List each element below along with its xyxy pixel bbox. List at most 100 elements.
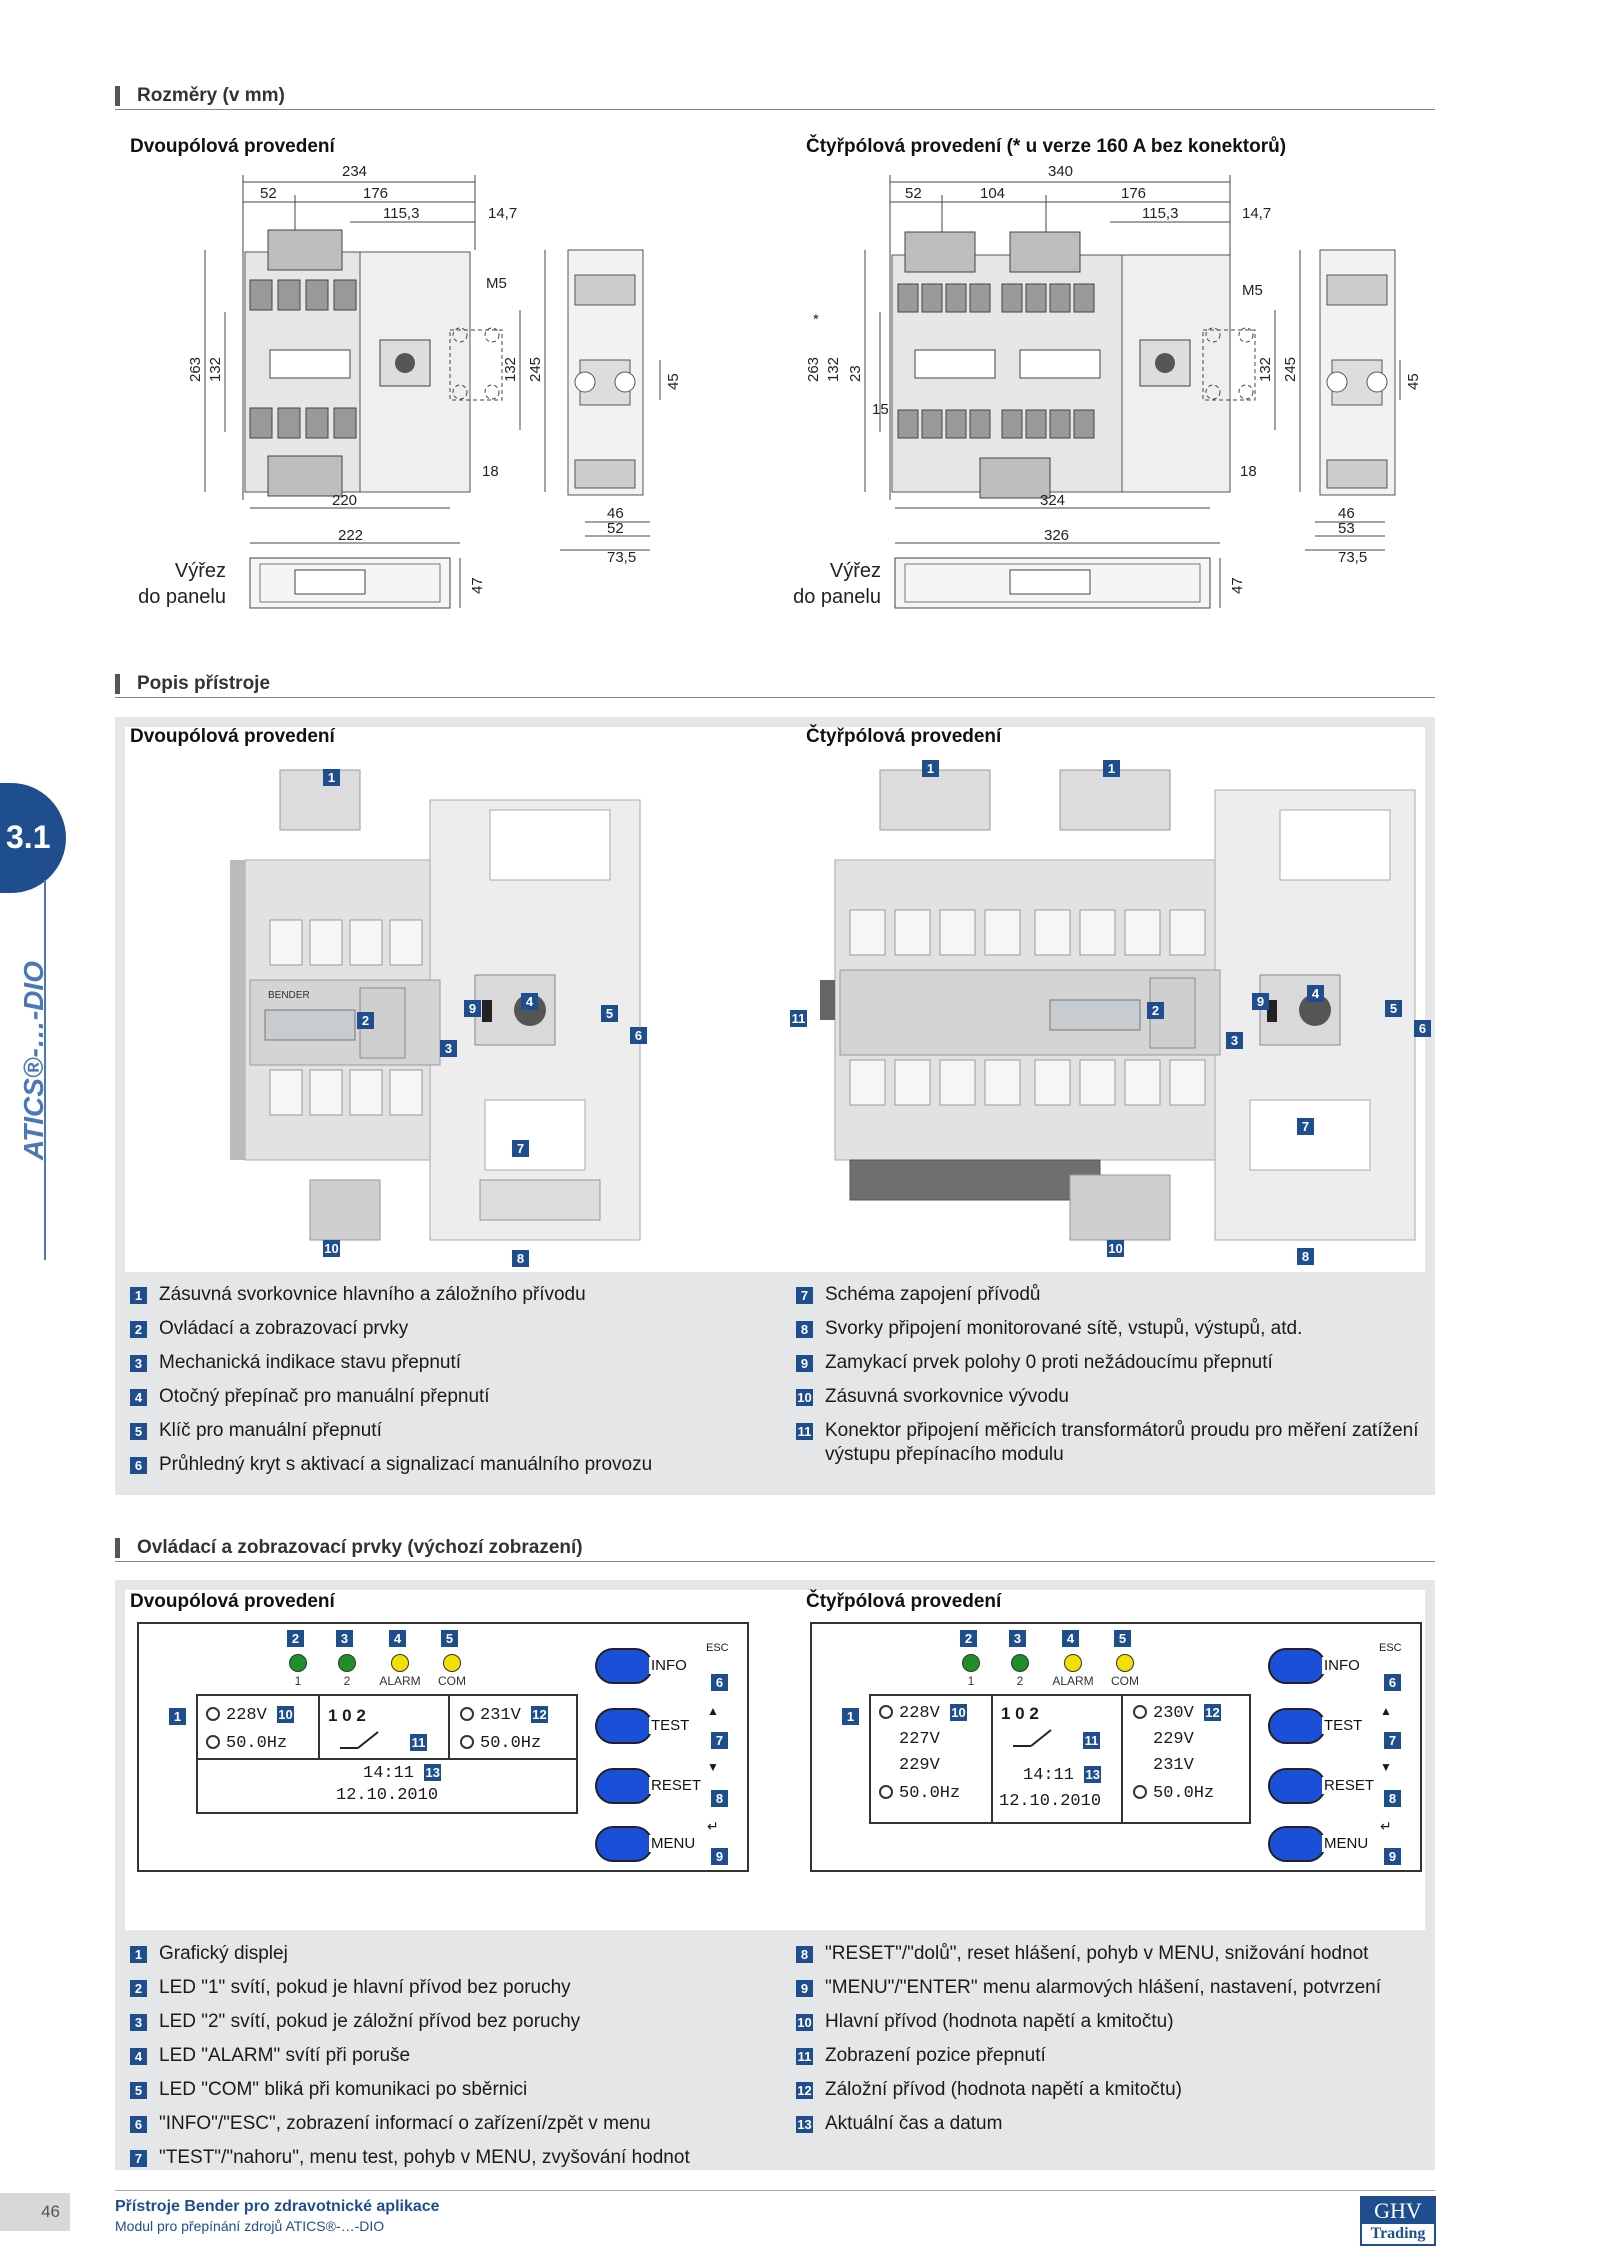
dim-73-5: 73,5 bbox=[1338, 549, 1367, 566]
dim-132-b: 132 bbox=[1257, 357, 1274, 382]
dim-18: 18 bbox=[482, 463, 499, 480]
page-number: 46 bbox=[0, 2193, 70, 2231]
legend-item: 8"RESET"/"dolů", reset hlášení, pohyb v … bbox=[781, 1942, 1431, 1966]
dim-52-side: 52 bbox=[607, 520, 624, 537]
led-com bbox=[443, 1654, 461, 1672]
enter-icon: ↵ bbox=[707, 1818, 719, 1834]
dim-245: 245 bbox=[1282, 357, 1299, 382]
esc-label: ESC bbox=[1379, 1642, 1402, 1654]
reset-button[interactable]: RESET bbox=[595, 1768, 704, 1806]
led-1 bbox=[289, 1654, 307, 1672]
dim-324: 324 bbox=[1040, 492, 1065, 509]
dim-340: 340 bbox=[1048, 163, 1073, 180]
photo-marker-4: 4 bbox=[1307, 985, 1324, 1002]
photo-marker-4: 4 bbox=[521, 993, 538, 1010]
footer-title: Přístroje Bender pro zdravotnické aplika… bbox=[115, 2198, 440, 2215]
dim-73-5: 73,5 bbox=[607, 549, 636, 566]
dims-subtitle-2pole: Dvoupólová provedení bbox=[130, 136, 335, 157]
dim-222: 222 bbox=[338, 527, 363, 544]
photo-marker-10: 10 bbox=[323, 1240, 340, 1257]
section-header-description: Popis přístroje bbox=[115, 672, 1435, 698]
photo-marker-11: 11 bbox=[790, 1010, 807, 1027]
led-label-2: 2 bbox=[343, 1674, 351, 1688]
enter-icon: ↵ bbox=[1380, 1818, 1392, 1834]
legend-item: 9"MENU"/"ENTER" menu alarmových hlášení,… bbox=[781, 1976, 1431, 2000]
dim-52: 52 bbox=[905, 185, 922, 202]
test-button[interactable]: TEST bbox=[595, 1708, 692, 1746]
led-label-com: COM bbox=[438, 1674, 466, 1688]
led-alarm bbox=[1064, 1654, 1082, 1672]
ctrl-subtitle-2pole: Dvoupólová provedení bbox=[130, 1591, 335, 1612]
dims-subtitle-4pole: Čtyřpólová provedení (* u verze 160 A be… bbox=[806, 136, 1287, 157]
dim-23: 23 bbox=[847, 365, 864, 382]
dim-176: 176 bbox=[363, 185, 388, 202]
dim-176: 176 bbox=[1121, 185, 1146, 202]
dim-115-3: 115,3 bbox=[383, 205, 419, 222]
led-1 bbox=[962, 1654, 980, 1672]
photo-marker-1a: 1 bbox=[922, 760, 939, 777]
ctrl-subtitle-4pole: Čtyřpólová provedení bbox=[806, 1591, 1002, 1612]
footer-divider bbox=[115, 2190, 1435, 2191]
legend-item: 7"TEST"/"nahoru", menu test, pohyb v MEN… bbox=[115, 2146, 765, 2170]
photo-marker-1: 1 bbox=[323, 769, 340, 786]
dim-m5: M5 bbox=[486, 275, 507, 292]
switch-position: 1 0 2 bbox=[1001, 1704, 1039, 1723]
dim-234: 234 bbox=[342, 163, 367, 180]
down-arrow-icon: ▼ bbox=[707, 1760, 719, 1774]
down-arrow-icon: ▼ bbox=[1380, 1760, 1392, 1774]
photo-marker-2: 2 bbox=[357, 1012, 374, 1029]
cutout-label-2pole: Výřez do panelu bbox=[138, 560, 226, 608]
photo-marker-5: 5 bbox=[601, 1005, 618, 1022]
dim-263: 263 bbox=[805, 357, 822, 382]
info-button[interactable]: INFO bbox=[1268, 1648, 1362, 1686]
dim-132: 132 bbox=[825, 357, 842, 382]
lcd-date: 12.10.2010 bbox=[999, 1792, 1102, 1811]
info-button[interactable]: INFO bbox=[595, 1648, 689, 1686]
ctrl-legend-right: 8"RESET"/"dolů", reset hlášení, pohyb v … bbox=[781, 1942, 1431, 2146]
esc-label: ESC bbox=[706, 1642, 729, 1654]
photo-marker-3: 3 bbox=[440, 1040, 457, 1057]
dim-15: 15 bbox=[872, 401, 889, 418]
photo-marker-7: 7 bbox=[512, 1140, 529, 1157]
chapter-number: 3.1 bbox=[6, 819, 51, 855]
menu-button[interactable]: MENU bbox=[1268, 1826, 1371, 1864]
dim-star: * bbox=[813, 311, 819, 328]
dim-115-3: 115,3 bbox=[1142, 205, 1178, 222]
switch-symbol bbox=[340, 1731, 379, 1749]
dimension-drawing-2pole: 234 52 176 115,3 14,7 M5 263 132 132 245… bbox=[120, 160, 700, 630]
desc-subtitle-4pole: Čtyřpólová provedení bbox=[806, 726, 1002, 747]
lcd-time: 14:11 bbox=[363, 1764, 415, 1783]
led-label-1: 1 bbox=[967, 1674, 975, 1688]
reset-button[interactable]: RESET bbox=[1268, 1768, 1377, 1806]
lcd-display: 228V 10 50.0Hz 1 0 2 11 231V 12 50.0Hz 1… bbox=[196, 1694, 578, 1814]
dim-263: 263 bbox=[187, 357, 204, 382]
section-header-controls: Ovládací a zobrazovací prvky (výchozí zo… bbox=[115, 1536, 1435, 1562]
photo-marker-9: 9 bbox=[464, 1000, 481, 1017]
led-label-com: COM bbox=[1111, 1674, 1139, 1688]
test-button[interactable]: TEST bbox=[1268, 1708, 1365, 1746]
led-com bbox=[1116, 1654, 1134, 1672]
dim-47: 47 bbox=[1229, 577, 1246, 594]
desc-subtitle-2pole: Dvoupólová provedení bbox=[130, 726, 335, 747]
led-2 bbox=[1011, 1654, 1029, 1672]
dim-47: 47 bbox=[469, 577, 486, 594]
menu-button[interactable]: MENU bbox=[595, 1826, 698, 1864]
dim-245: 245 bbox=[527, 357, 544, 382]
